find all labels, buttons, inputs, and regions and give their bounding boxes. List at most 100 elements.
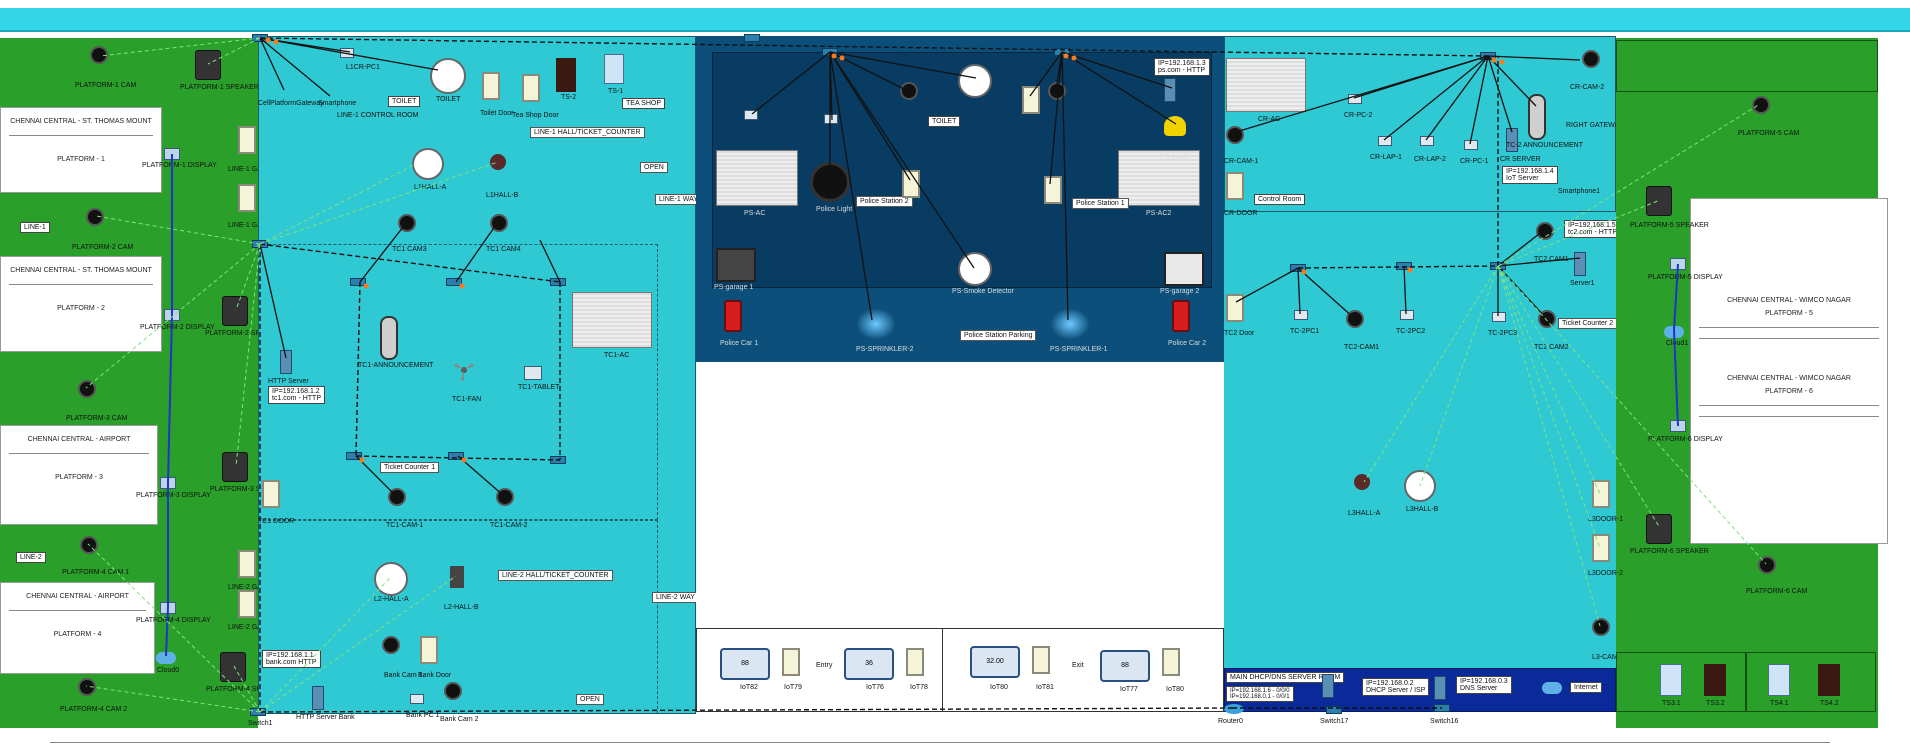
speaker-icon[interactable] xyxy=(222,452,248,482)
ps-door[interactable] xyxy=(902,170,920,198)
cam-icon[interactable] xyxy=(444,682,462,700)
gate-door[interactable] xyxy=(238,590,256,618)
server-icon[interactable] xyxy=(1506,128,1518,152)
gate-door[interactable] xyxy=(238,126,256,154)
platform-card-3[interactable]: CHENNAI CENTRAL - AIRPORT PLATFORM - 3 xyxy=(0,425,158,525)
gate-door[interactable] xyxy=(238,184,256,212)
toilet-tag: TOILET xyxy=(388,96,421,107)
garage-icon[interactable] xyxy=(716,248,756,282)
water-dispenser-icon[interactable] xyxy=(1768,664,1790,696)
hall-light-icon[interactable] xyxy=(1354,474,1370,490)
sprinkler-icon[interactable] xyxy=(856,308,896,340)
platform-card-1[interactable]: CHENNAI CENTRAL - ST. THOMAS MOUNT PLATF… xyxy=(0,107,162,193)
tc2-door[interactable] xyxy=(1226,294,1244,322)
hall-light-icon[interactable] xyxy=(490,154,506,170)
gate-door[interactable] xyxy=(782,648,800,676)
hall-speaker-icon[interactable] xyxy=(412,148,444,180)
cr-door[interactable] xyxy=(1226,172,1244,200)
pc-icon[interactable] xyxy=(1348,94,1362,104)
pc-icon[interactable] xyxy=(744,110,758,120)
fire-icon[interactable] xyxy=(1172,300,1190,332)
cam-icon[interactable] xyxy=(86,208,104,226)
hall-light-icon[interactable] xyxy=(450,566,464,588)
hall-speaker-icon[interactable] xyxy=(1404,470,1436,502)
http-server-icon[interactable] xyxy=(280,350,292,374)
switch-icon[interactable] xyxy=(448,452,464,460)
lamp-icon[interactable] xyxy=(1164,116,1186,136)
gate-door[interactable] xyxy=(238,550,256,578)
cam-icon[interactable] xyxy=(1752,96,1770,114)
hall-speaker-icon[interactable] xyxy=(374,562,408,596)
toilet-fan-icon[interactable] xyxy=(958,64,992,98)
sprinkler-icon[interactable] xyxy=(1050,308,1090,340)
tablet-icon[interactable] xyxy=(524,366,542,380)
police-light-icon[interactable] xyxy=(810,162,850,202)
toilet-fan-icon[interactable] xyxy=(430,58,466,94)
cam-icon[interactable] xyxy=(78,678,96,696)
tc1-door[interactable] xyxy=(262,480,280,508)
server-icon[interactable] xyxy=(312,686,324,710)
fire-icon[interactable] xyxy=(724,300,742,332)
thermometer-icon[interactable]: 88 xyxy=(1100,650,1150,682)
l3-door[interactable] xyxy=(1592,534,1610,562)
cam-icon[interactable] xyxy=(1536,222,1554,240)
announcement-icon[interactable] xyxy=(1528,94,1546,140)
switch-icon[interactable] xyxy=(446,278,462,286)
server-icon[interactable] xyxy=(1322,674,1334,698)
cam-icon[interactable] xyxy=(78,380,96,398)
speaker-icon[interactable] xyxy=(1646,514,1672,544)
gate-door[interactable] xyxy=(906,648,924,676)
coffee-machine-icon[interactable] xyxy=(1818,664,1840,696)
announcement-icon[interactable] xyxy=(380,316,398,360)
server-icon[interactable] xyxy=(1434,676,1446,700)
switch-icon[interactable] xyxy=(350,278,366,286)
thermometer-icon[interactable]: 88 xyxy=(720,648,770,680)
server-icon[interactable] xyxy=(1164,78,1176,102)
ps-door[interactable] xyxy=(1044,176,1062,204)
water-dispenser-icon[interactable] xyxy=(604,54,624,84)
cam-icon[interactable] xyxy=(382,636,400,654)
coffee-machine-icon[interactable] xyxy=(1704,664,1726,696)
ps-door[interactable] xyxy=(1022,86,1040,114)
laptop-icon[interactable] xyxy=(1420,136,1434,146)
platform-card-5-6[interactable]: CHENNAI CENTRAL - WIMCO NAGAR PLATFORM -… xyxy=(1690,198,1888,544)
cam-icon[interactable] xyxy=(1592,618,1610,636)
garage-icon[interactable] xyxy=(1164,252,1204,286)
toilet-door[interactable] xyxy=(482,72,500,100)
pc-icon[interactable] xyxy=(1294,310,1308,320)
ac-icon[interactable] xyxy=(1118,150,1200,206)
thermometer-icon[interactable]: 36 xyxy=(844,648,894,680)
cam-icon[interactable] xyxy=(1582,50,1600,68)
smoke-detector-icon[interactable] xyxy=(958,252,992,286)
cam-icon[interactable] xyxy=(900,82,918,100)
speaker-icon[interactable] xyxy=(1646,186,1672,216)
ac-icon[interactable] xyxy=(1226,58,1306,112)
speaker-icon[interactable] xyxy=(195,50,221,80)
cloud-icon[interactable] xyxy=(156,652,176,664)
router-icon[interactable] xyxy=(1224,704,1244,714)
thermometer-icon[interactable]: 32.00 xyxy=(970,646,1020,678)
internet-cloud-icon[interactable] xyxy=(1542,682,1562,694)
right-top-box xyxy=(1616,40,1878,92)
fan-icon[interactable] xyxy=(452,358,476,382)
speaker-icon[interactable] xyxy=(222,296,248,326)
switch-icon[interactable] xyxy=(744,34,760,42)
platform-card-2[interactable]: CHENNAI CENTRAL - ST. THOMAS MOUNT PLATF… xyxy=(0,256,162,352)
platform-card-4[interactable]: CHENNAI CENTRAL - AIRPORT PLATFORM - 4 xyxy=(0,582,155,674)
ac-icon[interactable] xyxy=(572,292,652,348)
coffee-machine-icon[interactable] xyxy=(556,58,576,92)
switch-icon[interactable] xyxy=(346,452,362,460)
cam-icon[interactable] xyxy=(90,46,108,64)
laptop-icon[interactable] xyxy=(1378,136,1392,146)
ac-icon[interactable] xyxy=(716,150,798,206)
water-dispenser-icon[interactable] xyxy=(1660,664,1682,696)
teashop-door[interactable] xyxy=(522,74,540,102)
pc-icon[interactable] xyxy=(824,114,838,124)
gate-door[interactable] xyxy=(1032,646,1050,674)
gate-door[interactable] xyxy=(1162,648,1180,676)
pc-icon[interactable] xyxy=(410,694,424,704)
bank-door[interactable] xyxy=(420,636,438,664)
switch-icon[interactable] xyxy=(1326,706,1342,714)
pc-icon[interactable] xyxy=(1400,310,1414,320)
pc-icon[interactable] xyxy=(1492,312,1506,322)
